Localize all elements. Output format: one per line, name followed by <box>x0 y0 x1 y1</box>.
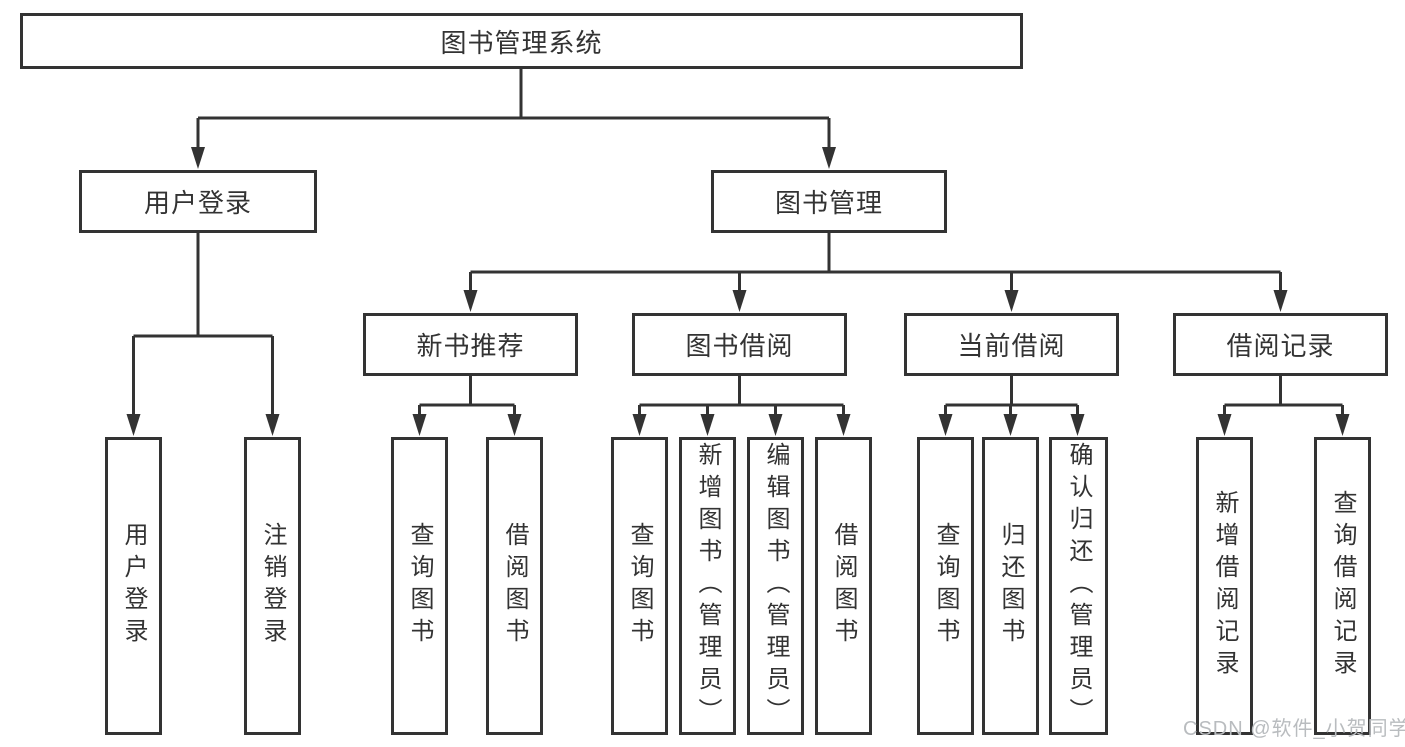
leaf-query-books-borrow: 查询图书 <box>611 437 668 735</box>
node-label: 查询图书 <box>406 522 433 650</box>
node-label: 确认归还（管理员） <box>1065 442 1092 730</box>
leaf-query-books-recommend: 查询图书 <box>391 437 448 735</box>
leaf-query-books-current: 查询图书 <box>917 437 974 735</box>
leaf-user-login: 用户登录 <box>105 437 162 735</box>
node-current-borrow: 当前借阅 <box>904 313 1119 376</box>
arrowheads <box>126 147 1350 436</box>
leaf-add-borrow-record: 新增借阅记录 <box>1196 437 1253 735</box>
node-label: 借阅图书 <box>830 522 857 650</box>
leaf-return-books: 归还图书 <box>982 437 1039 735</box>
node-label: 当前借阅 <box>957 331 1066 361</box>
node-label: 新增借阅记录 <box>1211 490 1238 682</box>
node-label: 新增图书（管理员） <box>694 442 721 730</box>
node-book-management: 图书管理 <box>711 170 947 233</box>
node-book-borrow: 图书借阅 <box>632 313 847 376</box>
node-label: 查询图书 <box>932 522 959 650</box>
node-library-management-system: 图书管理系统 <box>20 13 1023 69</box>
node-borrow-records: 借阅记录 <box>1173 313 1388 376</box>
node-label: 归还图书 <box>997 522 1024 650</box>
leaf-logout: 注销登录 <box>244 437 301 735</box>
node-label: 新书推荐 <box>416 331 525 361</box>
node-label: 图书管理 <box>774 188 883 218</box>
leaf-add-book-admin: 新增图书（管理员） <box>679 437 736 735</box>
leaf-confirm-return-admin: 确认归还（管理员） <box>1049 437 1108 735</box>
leaf-borrow-books-recommend: 借阅图书 <box>486 437 543 735</box>
node-label: 注销登录 <box>259 522 286 650</box>
node-label: 图书管理系统 <box>440 27 603 58</box>
node-label: 查询借阅记录 <box>1329 490 1356 682</box>
node-label: 编辑图书（管理员） <box>762 442 789 730</box>
leaf-edit-book-admin: 编辑图书（管理员） <box>747 437 804 735</box>
node-label: 借阅记录 <box>1226 331 1335 361</box>
node-label: 查询图书 <box>626 522 653 650</box>
node-new-book-recommend: 新书推荐 <box>363 313 578 376</box>
node-user-login: 用户登录 <box>79 170 317 233</box>
leaf-query-borrow-record: 查询借阅记录 <box>1314 437 1371 735</box>
node-label: 借阅图书 <box>501 522 528 650</box>
leaf-borrow-books: 借阅图书 <box>815 437 872 735</box>
node-label: 用户登录 <box>143 188 252 218</box>
watermark: CSDN @软件_小贺同学 <box>1183 718 1405 740</box>
node-label: 图书借阅 <box>685 331 794 361</box>
node-label: 用户登录 <box>120 522 147 650</box>
